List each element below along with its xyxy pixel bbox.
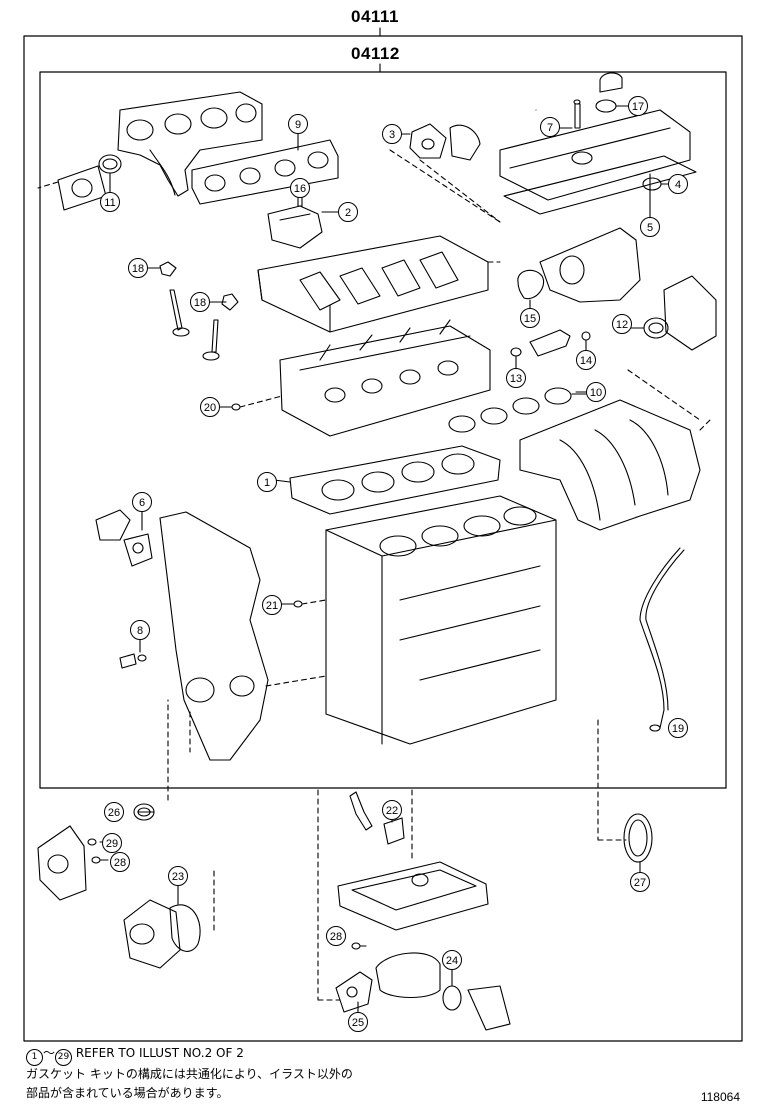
callout-10[interactable]: 10 <box>586 382 606 402</box>
range-start-circle: 1 <box>26 1049 43 1066</box>
exhaust-manifold <box>117 91 263 197</box>
callout-6[interactable]: 6 <box>132 492 152 512</box>
oil-dipstick <box>639 547 685 732</box>
reference-note: 1～29 REFER TO ILLUST NO.2 OF 2 <box>26 1044 244 1066</box>
callout-8[interactable]: 8 <box>130 620 150 640</box>
cylinder-block <box>325 495 557 745</box>
camshaft-housing <box>257 235 501 333</box>
cylinder-head-cover <box>499 109 691 201</box>
throttle-body <box>539 227 641 303</box>
water-pump-pulley <box>123 899 181 969</box>
callout-11[interactable]: 11 <box>100 192 120 212</box>
part-11-ring <box>98 154 122 174</box>
callout-14[interactable]: 14 <box>576 350 596 370</box>
callout-28b[interactable]: 28 <box>326 926 346 946</box>
callout-18b[interactable]: 18 <box>190 292 210 312</box>
timing-chain-cover <box>159 511 269 761</box>
exhaust-pipe-flange <box>37 165 107 211</box>
diagram-id: 118064 <box>700 1090 740 1104</box>
japanese-note-line-1: ガスケット キットの構成には共通化により、イラスト以外の <box>26 1067 353 1081</box>
callout-22[interactable]: 22 <box>382 800 402 820</box>
range-tilde: ～ <box>43 1046 56 1060</box>
callout-19[interactable]: 19 <box>668 718 688 738</box>
callout-27[interactable]: 27 <box>630 872 650 892</box>
part-24-ring <box>442 985 462 1011</box>
callout-1[interactable]: 1 <box>257 472 277 492</box>
callout-2[interactable]: 2 <box>338 202 358 222</box>
callout-7[interactable]: 7 <box>540 117 560 137</box>
part-1-head-gasket <box>273 445 501 515</box>
water-pump <box>37 825 101 901</box>
callout-17[interactable]: 17 <box>628 96 648 116</box>
refer-text: REFER TO ILLUST NO.2 OF 2 <box>72 1046 244 1060</box>
callout-5[interactable]: 5 <box>640 217 660 237</box>
callout-21[interactable]: 21 <box>262 595 282 615</box>
callout-12[interactable]: 12 <box>612 314 632 334</box>
callout-29[interactable]: 29 <box>102 833 122 853</box>
callout-20[interactable]: 20 <box>200 397 220 417</box>
callout-15[interactable]: 15 <box>520 308 540 328</box>
part-17-ring <box>595 99 617 113</box>
part-10-gasket <box>448 387 587 433</box>
callout-leaders <box>99 105 645 947</box>
part-9-gasket <box>191 133 339 205</box>
oil-pan <box>337 861 489 931</box>
part-15-gasket <box>517 269 544 300</box>
part-5-cover-gasket <box>503 155 697 215</box>
callout-3[interactable]: 3 <box>382 124 402 144</box>
callout-26[interactable]: 26 <box>104 802 124 822</box>
callout-18a[interactable]: 18 <box>128 258 148 278</box>
kit-number-outer: 04111 <box>351 7 399 26</box>
outer-kit-frame <box>23 35 743 1042</box>
callout-4[interactable]: 4 <box>668 174 688 194</box>
callout-24[interactable]: 24 <box>442 950 462 970</box>
part-27-seal <box>623 813 653 863</box>
callout-28a[interactable]: 28 <box>110 852 130 872</box>
range-end-circle: 29 <box>55 1049 73 1066</box>
inner-kit-frame <box>39 71 727 789</box>
japanese-note-line-2: 部品が含まれている場合があります。 <box>26 1086 229 1100</box>
callout-13[interactable]: 13 <box>506 368 526 388</box>
callout-9[interactable]: 9 <box>288 114 308 134</box>
callout-16[interactable]: 16 <box>290 178 310 198</box>
callout-23[interactable]: 23 <box>168 866 188 886</box>
cylinder-head <box>279 319 491 437</box>
intake-manifold <box>519 399 711 531</box>
leader-lines <box>167 149 701 1001</box>
callout-25[interactable]: 25 <box>348 1012 368 1032</box>
part-23-gasket <box>169 904 201 952</box>
kit-number-inner: 04112 <box>351 44 400 63</box>
